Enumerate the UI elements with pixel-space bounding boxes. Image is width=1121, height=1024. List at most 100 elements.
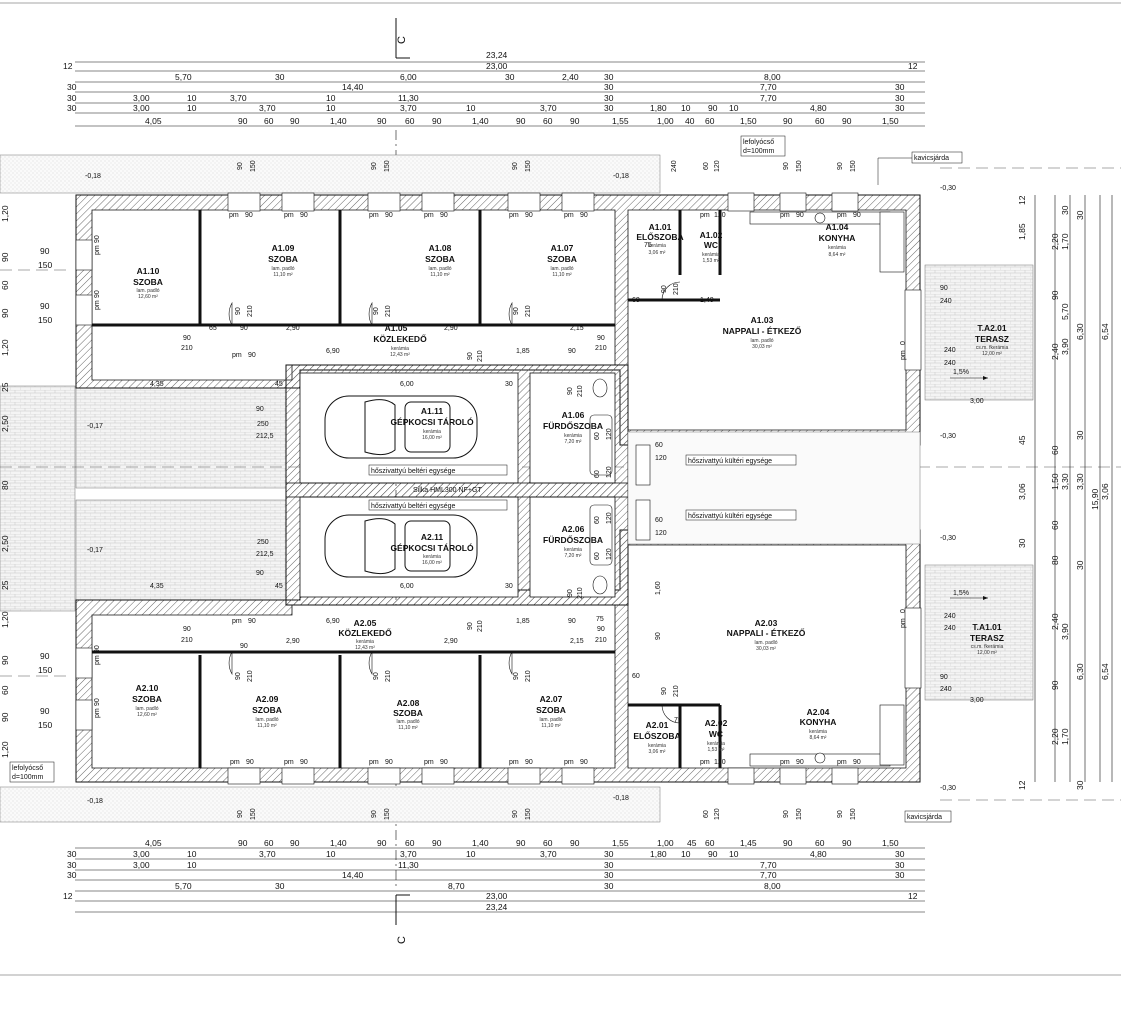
svg-text:lam. padló: lam. padló: [428, 266, 451, 272]
svg-text:210: 210: [595, 637, 607, 644]
svg-text:90: 90: [513, 307, 520, 315]
svg-text:A1.11: A1.11: [421, 406, 443, 416]
svg-text:KÖZLEKEDŐ: KÖZLEKEDŐ: [338, 627, 392, 638]
svg-text:2,90: 2,90: [444, 638, 458, 645]
svg-text:60: 60: [632, 297, 640, 304]
svg-text:90: 90: [373, 307, 380, 315]
svg-text:SZOBA: SZOBA: [536, 705, 566, 715]
svg-text:7,20 m²: 7,20 m²: [565, 439, 582, 445]
svg-text:90: 90: [248, 618, 256, 625]
svg-text:90: 90: [440, 759, 448, 766]
svg-text:cs.m. fkerámia: cs.m. fkerámia: [971, 644, 1004, 650]
svg-text:90: 90: [568, 618, 576, 625]
svg-text:2,50: 2,50: [0, 415, 10, 432]
svg-text:60: 60: [1050, 445, 1060, 455]
svg-text:90: 90: [940, 285, 948, 292]
svg-text:10: 10: [466, 849, 476, 859]
svg-text:30: 30: [1075, 430, 1085, 440]
callouts: lefolyócső d=100mm lefolyócső d=100mm ka…: [9, 135, 963, 823]
room-a1-09: A1.09 SZOBA lam. padló 11,10 m²: [268, 243, 298, 278]
svg-text:23,00: 23,00: [486, 61, 508, 71]
svg-text:SZOBA: SZOBA: [268, 254, 298, 264]
svg-text:30: 30: [1075, 780, 1085, 790]
svg-text:210: 210: [577, 587, 584, 599]
svg-text:8,70: 8,70: [448, 881, 465, 891]
svg-text:90: 90: [783, 810, 790, 818]
door-swings: [228, 281, 681, 724]
svg-text:0: 0: [900, 341, 907, 345]
svg-text:kerámia: kerámia: [423, 554, 441, 560]
svg-text:90: 90: [525, 759, 533, 766]
svg-text:90: 90: [183, 626, 191, 633]
svg-text:hőszivattyú beltéri egysége: hőszivattyú beltéri egysége: [371, 468, 456, 475]
svg-text:90: 90: [238, 838, 248, 848]
svg-text:NAPPALI - ÉTKEZŐ: NAPPALI - ÉTKEZŐ: [723, 325, 802, 336]
svg-text:60: 60: [594, 516, 601, 524]
svg-text:ELŐSZOBA: ELŐSZOBA: [633, 730, 680, 741]
svg-text:120: 120: [606, 512, 613, 524]
svg-text:30: 30: [505, 381, 513, 388]
svg-text:pm: pm: [232, 352, 242, 359]
svg-text:10: 10: [681, 849, 691, 859]
svg-text:240: 240: [944, 360, 956, 367]
svg-text:WC: WC: [704, 240, 718, 250]
svg-text:3,70: 3,70: [540, 103, 557, 113]
svg-text:25: 25: [0, 580, 10, 590]
svg-text:30: 30: [604, 881, 614, 891]
svg-text:-0,30: -0,30: [940, 785, 956, 792]
svg-text:90: 90: [512, 162, 519, 170]
svg-text:TERASZ: TERASZ: [975, 334, 1009, 344]
svg-text:150: 150: [384, 808, 391, 820]
svg-text:pm: pm: [564, 212, 574, 219]
heat-pump-outdoor-units: [635, 444, 651, 541]
svg-text:1,50: 1,50: [882, 838, 899, 848]
svg-text:90: 90: [237, 810, 244, 818]
svg-text:A1.03: A1.03: [751, 315, 774, 325]
svg-text:A2.08: A2.08: [397, 698, 420, 708]
svg-text:pm: pm: [700, 759, 710, 766]
svg-text:10: 10: [729, 849, 739, 859]
svg-text:1,40: 1,40: [472, 838, 489, 848]
svg-text:16,00 m²: 16,00 m²: [422, 435, 442, 441]
svg-text:KONYHA: KONYHA: [800, 717, 837, 727]
svg-text:5,70: 5,70: [175, 72, 192, 82]
svg-text:120: 120: [714, 808, 721, 820]
svg-text:90: 90: [796, 212, 804, 219]
svg-text:90: 90: [385, 212, 393, 219]
svg-text:12,43 m²: 12,43 m²: [355, 645, 375, 651]
svg-text:60: 60: [815, 116, 825, 126]
svg-text:90: 90: [580, 759, 588, 766]
svg-text:10: 10: [187, 860, 197, 870]
svg-text:6,90: 6,90: [326, 348, 340, 355]
svg-text:pm: pm: [284, 212, 294, 219]
svg-text:90: 90: [183, 335, 191, 342]
svg-text:pm: pm: [369, 759, 379, 766]
svg-text:2,50: 2,50: [0, 535, 10, 552]
svg-text:kerámia: kerámia: [564, 547, 582, 553]
svg-text:1,00: 1,00: [657, 838, 674, 848]
svg-text:11,10 m²: 11,10 m²: [273, 272, 293, 278]
svg-text:lam. padló: lam. padló: [135, 706, 158, 712]
svg-text:1,20: 1,20: [0, 611, 10, 628]
svg-text:90: 90: [842, 838, 852, 848]
svg-text:150: 150: [384, 160, 391, 172]
section-marker-bottom: C: [396, 936, 408, 944]
svg-text:75: 75: [596, 616, 604, 623]
svg-text:30: 30: [895, 849, 905, 859]
svg-text:7,70: 7,70: [760, 870, 777, 880]
svg-text:3,30: 3,30: [1060, 473, 1070, 490]
svg-text:2,40: 2,40: [1050, 343, 1060, 360]
windows-top: [75, 192, 922, 785]
svg-text:7,70: 7,70: [760, 82, 777, 92]
svg-text:90: 90: [512, 810, 519, 818]
svg-text:120: 120: [606, 466, 613, 478]
svg-text:120: 120: [714, 759, 726, 766]
svg-text:1,80: 1,80: [650, 849, 667, 859]
svg-text:10: 10: [187, 849, 197, 859]
svg-text:150: 150: [38, 315, 52, 325]
svg-text:lam. padló: lam. padló: [396, 719, 419, 725]
svg-text:30: 30: [604, 860, 614, 870]
svg-text:240: 240: [944, 613, 956, 620]
svg-text:WC: WC: [709, 729, 723, 739]
svg-text:60: 60: [655, 517, 663, 524]
